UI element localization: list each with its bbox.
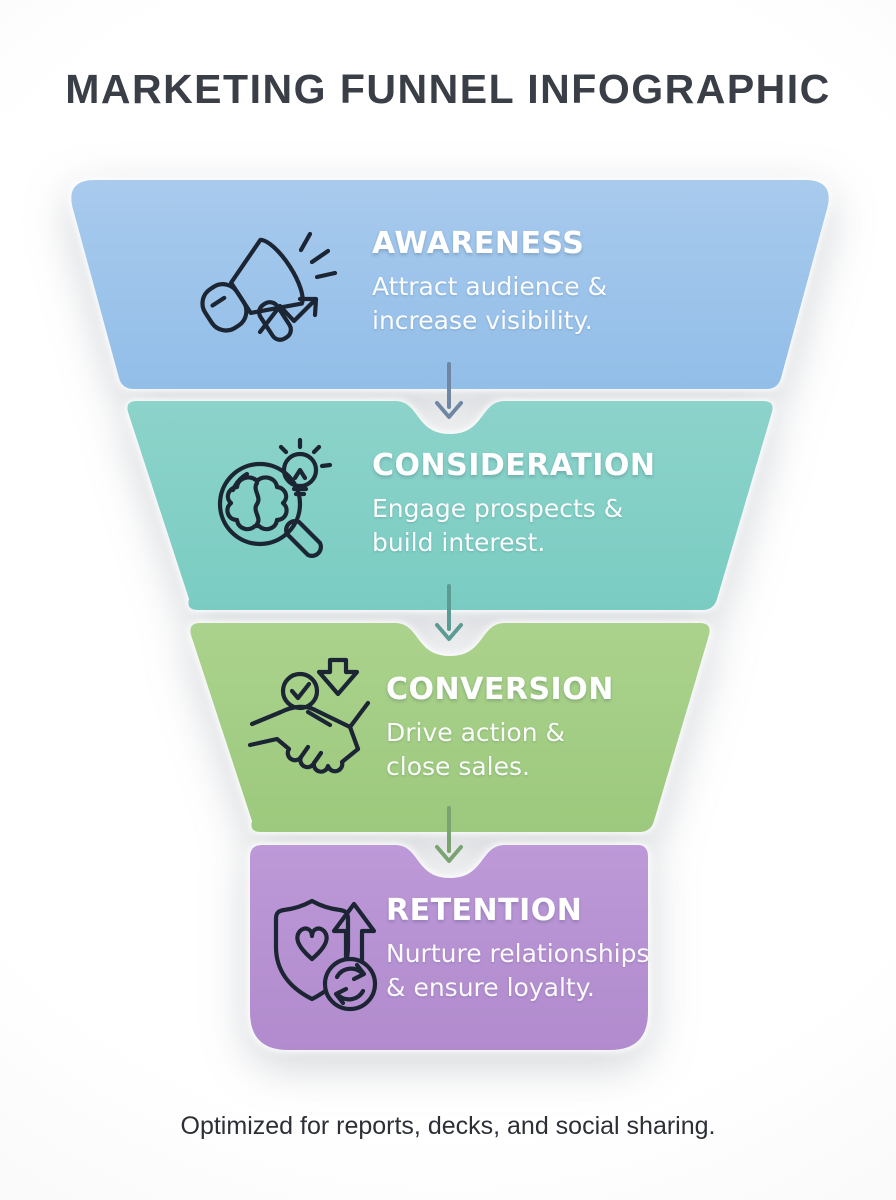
handshake-icon <box>247 657 371 774</box>
funnel-section-awareness <box>71 180 829 389</box>
stage-desc-line: Attract audience & <box>372 272 608 301</box>
shield-heart-icon <box>273 898 378 1012</box>
stage-heading: CONVERSION <box>386 672 614 707</box>
stage-desc-line: close sales. <box>386 752 530 781</box>
stage-text-retention: RETENTION Nurture relationships & ensure… <box>386 893 650 1005</box>
stage-heading: RETENTION <box>386 893 583 928</box>
page-title: MARKETING FUNNEL INFOGRAPHIC <box>65 66 831 112</box>
stage-text-consideration: CONSIDERATION Engage prospects & build i… <box>372 448 656 560</box>
stage-desc-line: increase visibility. <box>372 306 593 335</box>
stage-text-awareness: AWARENESS Attract audience & increase vi… <box>372 226 607 338</box>
stage-text-conversion: CONVERSION Drive action & close sales. <box>386 672 614 784</box>
down-arrow-1-icon <box>435 362 463 419</box>
down-arrow-3-icon <box>435 806 463 863</box>
stage-heading: CONSIDERATION <box>372 448 656 483</box>
stage-desc-line: Drive action & <box>386 718 565 747</box>
stage-desc-line: Engage prospects & <box>372 494 624 523</box>
stage-desc-line: & ensure loyalty. <box>386 973 595 1002</box>
funnel-stages <box>71 180 829 1050</box>
search-brain-icon <box>217 437 333 558</box>
stage-desc-line: build interest. <box>372 528 546 557</box>
stage-heading: AWARENESS <box>372 226 585 261</box>
stage-desc-line: Nurture relationships <box>386 939 650 968</box>
megaphone-icon <box>200 231 338 342</box>
page-footer: Optimized for reports, decks, and social… <box>180 1112 716 1140</box>
down-arrow-2-icon <box>435 584 463 641</box>
funnel-section-consideration <box>127 401 773 610</box>
